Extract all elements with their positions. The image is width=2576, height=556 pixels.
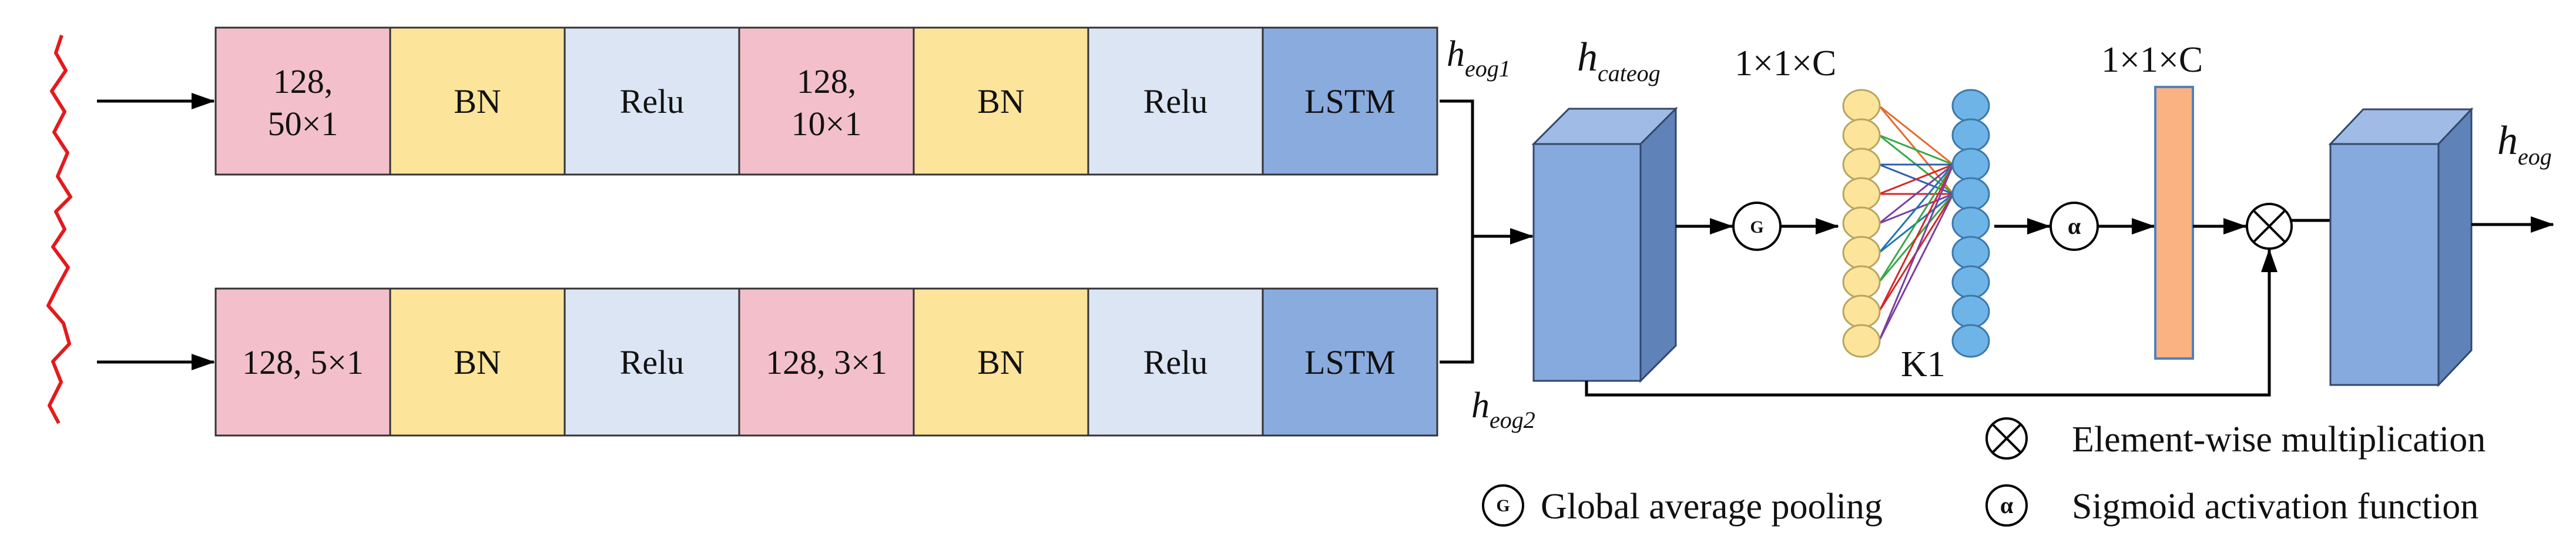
output-neuron: [1951, 206, 1990, 240]
branch2-blocks: 128, 5×1 BN Relu 128, 3×1 BN Relu LSTM: [214, 287, 1438, 437]
h-cateog-label: hcateog: [1577, 35, 1661, 86]
branch2-block-7-label: LSTM: [1304, 343, 1396, 381]
output-neuron: [1951, 294, 1990, 329]
branch2-block-3: Relu: [564, 287, 740, 437]
global-avg-pooling-icon: G: [1732, 202, 1782, 251]
input-neuron: [1842, 236, 1881, 270]
branch1-block-2: BN: [389, 26, 566, 176]
branch1-block-7-label: LSTM: [1304, 82, 1396, 120]
eog-signal-waveform: [46, 35, 72, 424]
multiply-icon: [2246, 203, 2293, 250]
shape-label-attention: 1×1×C: [2101, 40, 2203, 80]
branch1-block-6-label: Relu: [1143, 82, 1208, 120]
neuron-connection: [1878, 164, 1954, 341]
branch2-block-1-label: 128, 5×1: [242, 343, 364, 381]
legend-gap-text: Global average pooling: [1541, 487, 1883, 527]
h-eog2-label: heog2: [1471, 386, 1535, 433]
branch1-block-3: Relu: [564, 26, 740, 176]
neuron-connection: [1878, 164, 1954, 283]
branch1-block-7: LSTM: [1262, 26, 1438, 176]
branch2-block-6: Relu: [1087, 287, 1264, 437]
input-neuron: [1842, 118, 1881, 152]
branch1-block-4-label-2: 10×1: [791, 105, 862, 143]
neuron-connection: [1878, 164, 1954, 312]
neuron-connection: [1879, 134, 1954, 166]
input-neuron: [1842, 294, 1881, 329]
branch2-block-3-label: Relu: [620, 343, 685, 381]
branch1-block-1-label-2: 50×1: [268, 105, 338, 143]
neuron-connection: [1879, 163, 1954, 195]
input-neuron: [1842, 148, 1881, 182]
svg-text:α: α: [2000, 492, 2013, 518]
neuron-connection: [1878, 164, 1954, 253]
attention-weight-bar: [2154, 86, 2194, 360]
branch2-block-2: BN: [389, 287, 566, 437]
input-neuron: [1842, 265, 1881, 299]
output-neuron: [1951, 324, 1990, 358]
legend-multiply-text: Element-wise multiplication: [2072, 420, 2486, 460]
output-neuron: [1951, 265, 1990, 299]
concat-feature-cube: [1531, 106, 1678, 383]
branch2-block-4-label: 128, 3×1: [766, 343, 887, 381]
output-neuron-column: [1951, 89, 1990, 358]
branch2-block-1: 128, 5×1: [214, 287, 391, 437]
svg-text:G: G: [1750, 217, 1763, 237]
legend-multiply: Element-wise multiplication: [1985, 417, 2486, 460]
branch1-block-4-label-1: 128,: [797, 62, 857, 101]
input-neuron: [1842, 324, 1881, 358]
k1-label: K1: [1901, 344, 1946, 384]
branch2-block-4: 128, 3×1: [738, 287, 915, 437]
branch1-block-5: BN: [913, 26, 1089, 176]
output-neuron: [1951, 118, 1990, 152]
branch2-merge-line: [1440, 235, 1474, 364]
branch1-block-5-label: BN: [977, 82, 1025, 120]
neuron-connection: [1879, 163, 1954, 225]
skip-connection: [1585, 249, 2278, 397]
neuron-connections: [1878, 105, 1954, 341]
legend-sigmoid: α Sigmoid activation function: [1985, 484, 2478, 527]
branch1-merge-line: [1440, 99, 1474, 235]
neuron-connection: [1879, 105, 1954, 166]
legend-gap: G Global average pooling: [1482, 484, 1883, 527]
input-neuron: [1842, 206, 1881, 240]
branch1-block-1-label-1: 128,: [273, 62, 333, 101]
input-neuron: [1842, 89, 1881, 123]
sigmoid-icon: α: [2050, 202, 2099, 251]
branch1-block-3-label: Relu: [620, 82, 685, 120]
neuron-connection: [1878, 193, 1954, 341]
global-avg-pooling-icon: G: [1482, 484, 1524, 527]
output-neuron: [1951, 177, 1990, 211]
branch2-block-2-label: BN: [454, 343, 501, 381]
output-neuron: [1951, 236, 1990, 270]
branch2-block-5-label: BN: [977, 343, 1025, 381]
branch2-block-7: LSTM: [1262, 287, 1438, 437]
sigmoid-icon: α: [1985, 484, 2028, 527]
branch1-block-4: 128, 10×1: [738, 26, 915, 176]
legend-sigmoid-text: Sigmoid activation function: [2072, 487, 2478, 527]
branch1-blocks: 128, 50×1 BN Relu 128, 10×1 BN Relu LSTM: [214, 26, 1438, 176]
branch2-block-6-label: Relu: [1143, 343, 1208, 381]
input-neuron-column: [1842, 89, 1881, 358]
output-feature-cube: [2328, 107, 2474, 387]
branch1-block-2-label: BN: [454, 82, 501, 120]
svg-text:G: G: [1496, 496, 1510, 515]
h-eog1-label: heog1: [1447, 34, 1511, 82]
svg-text:α: α: [2068, 213, 2081, 239]
output-neuron: [1951, 89, 1990, 123]
shape-label-neurons: 1×1×C: [1735, 43, 1836, 83]
h-eog-label: heog: [2497, 118, 2552, 170]
multiply-icon: [1985, 417, 2028, 460]
branch2-block-5: BN: [913, 287, 1089, 437]
output-neuron: [1951, 148, 1990, 182]
branch1-block-6: Relu: [1087, 26, 1264, 176]
branch1-block-1: 128, 50×1: [214, 26, 391, 176]
input-neuron: [1842, 177, 1881, 211]
